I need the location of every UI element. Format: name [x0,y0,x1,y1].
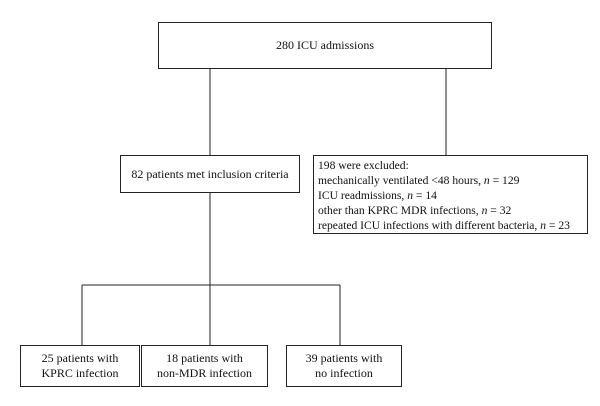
outcome-no-infection-line2: no infection [315,366,373,380]
exclusion-item: ICU readmissions, n = 14 [318,189,437,202]
outcome-box-non-mdr: 18 patients with non-MDR infection [141,345,268,387]
outcome-non-mdr-line2: non-MDR infection [157,366,252,380]
total-admissions-box: 280 ICU admissions [158,22,492,69]
outcome-box-kprc: 25 patients with KPRC infection [20,345,140,387]
outcome-kprc-line2: KPRC infection [41,366,119,380]
outcome-non-mdr-line1: 18 patients with [166,351,243,365]
exclusion-item: repeated ICU infections with different b… [318,219,570,232]
exclusion-item: other than KPRC MDR infections, n = 32 [318,204,512,217]
total-admissions-label: 280 ICU admissions [275,38,374,52]
exclusion-header: 198 were excluded: [318,159,409,172]
inclusion-label: 82 patients met inclusion criteria [131,166,289,181]
outcome-box-no-infection: 39 patients with no infection [286,345,402,387]
exclusion-box: 198 were excluded: mechanically ventilat… [313,155,588,234]
outcome-no-infection-line1: 39 patients with [305,351,383,365]
exclusion-item: mechanically ventilated <48 hours, n = 1… [318,174,520,187]
outcome-kprc-line1: 25 patients with [41,351,119,365]
inclusion-box: 82 patients met inclusion criteria [120,155,300,193]
